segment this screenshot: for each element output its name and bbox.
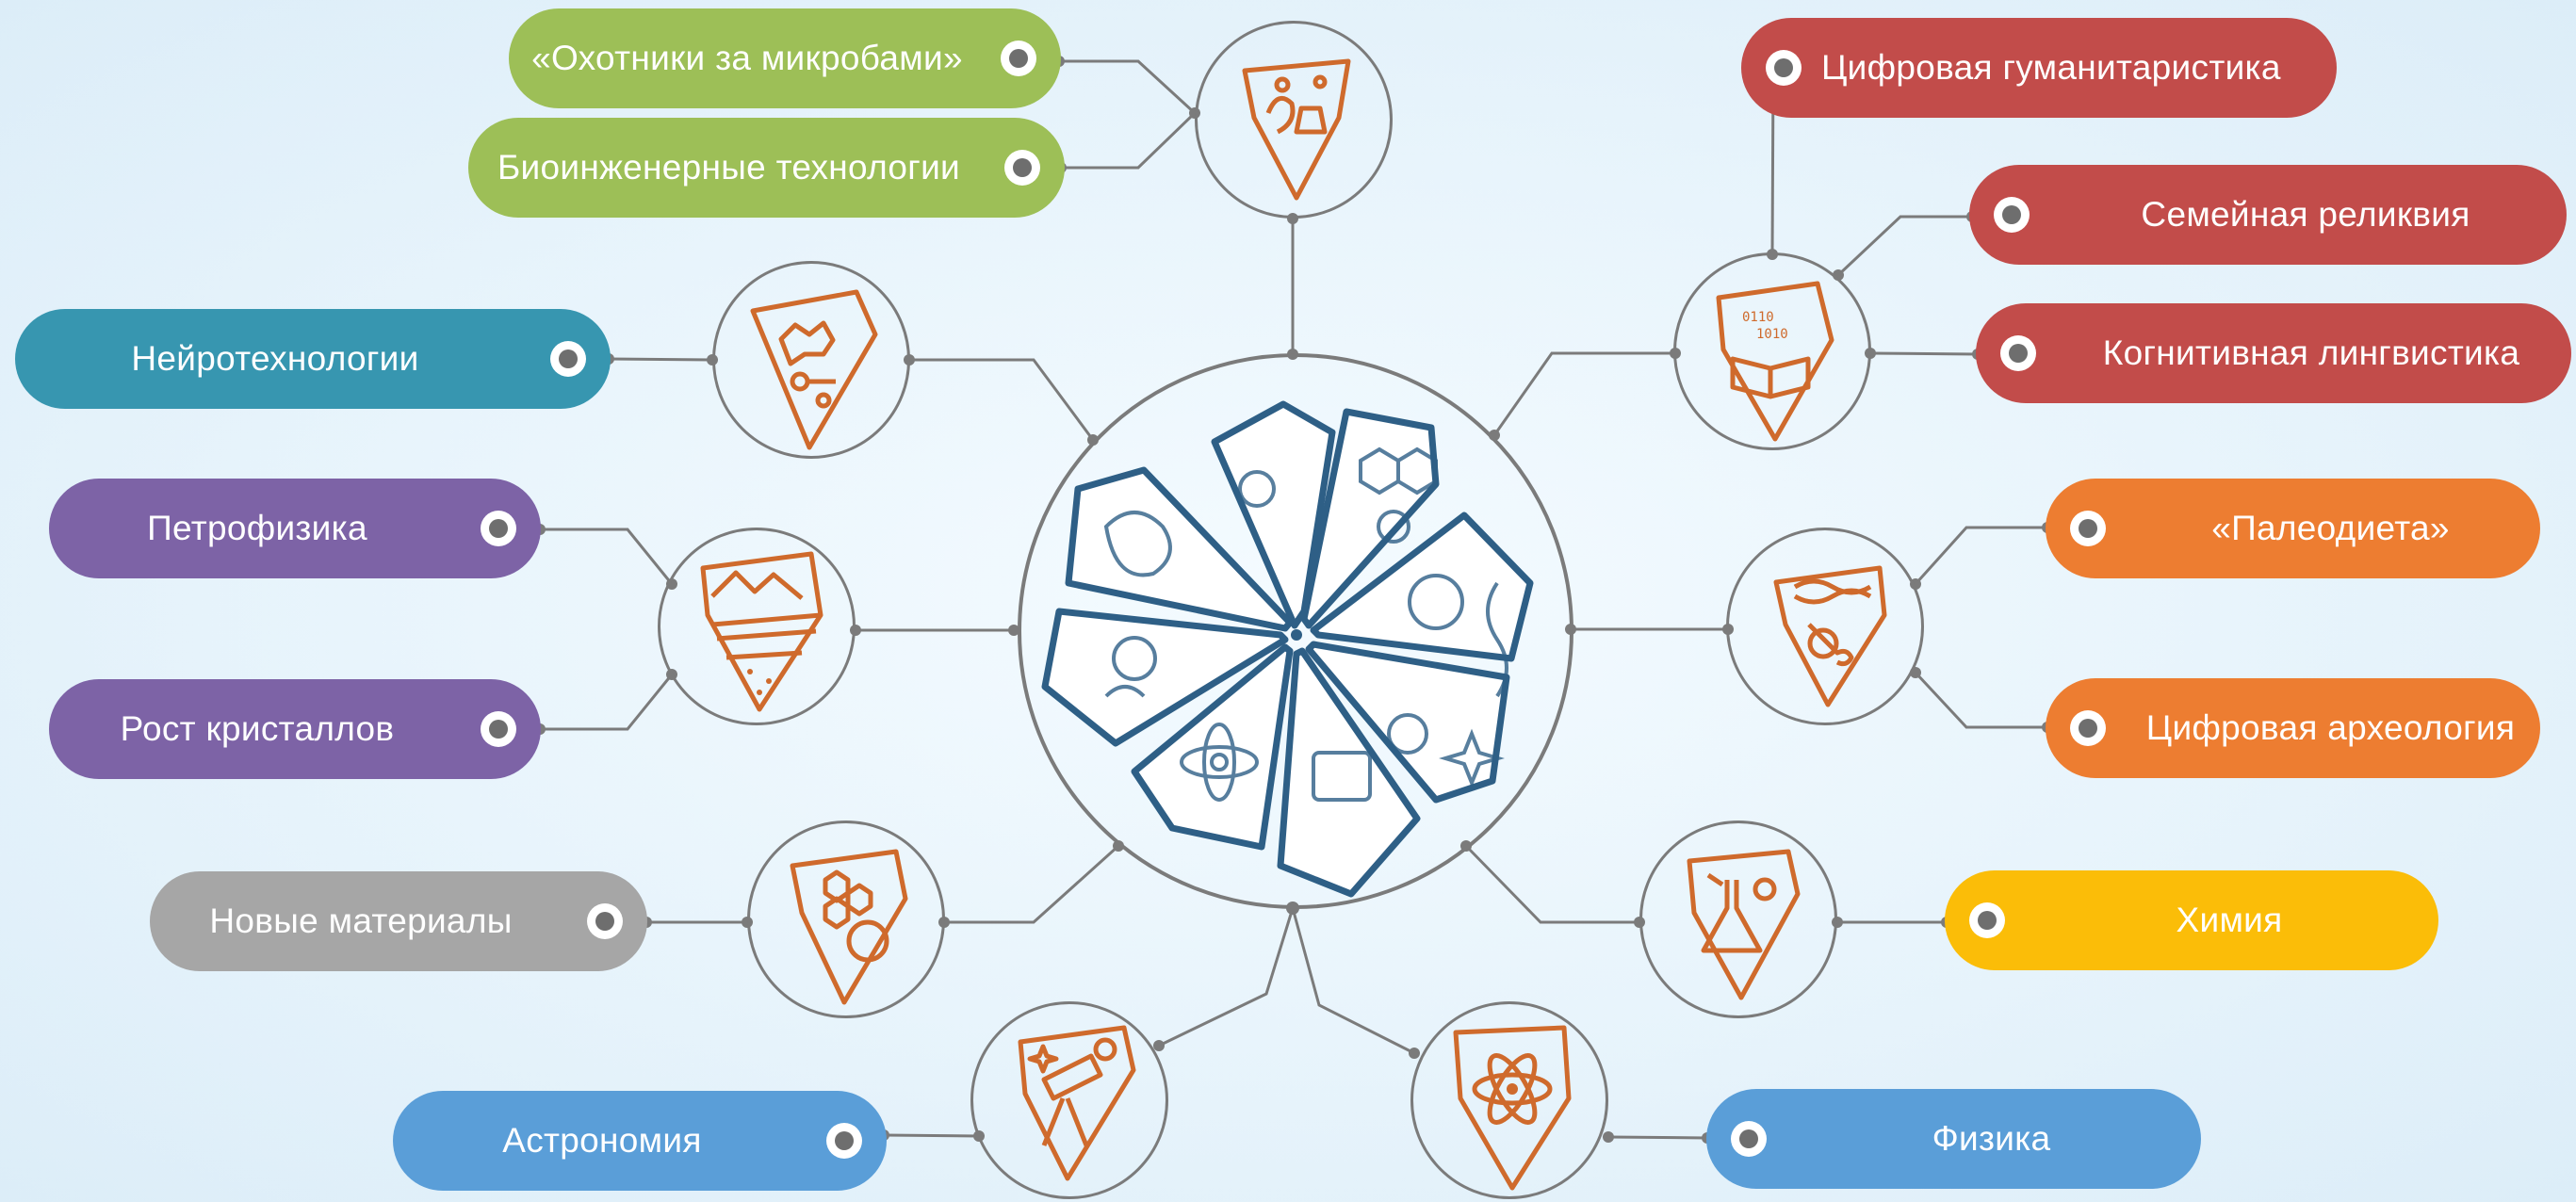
pill-microbe-hunters[interactable]: «Охотники за микробами» (509, 8, 1061, 108)
pill-dot-icon (587, 903, 623, 939)
wheel-segment-botany (1041, 608, 1289, 747)
pill-petrophysics[interactable]: Петрофизика (49, 479, 541, 578)
pill-label: Когнитивная лингвистика (2102, 333, 2520, 372)
neurons-icon (750, 289, 878, 450)
node-archaeology[interactable] (1726, 528, 1924, 725)
pill-dot-icon (1969, 902, 2005, 938)
pill-dot-icon (1001, 41, 1036, 76)
pill-label: Новые материалы (209, 902, 513, 940)
connector-hub-materials (944, 844, 1120, 924)
pill-dot-icon (1994, 197, 2030, 233)
connector-astro-pill (883, 1133, 980, 1138)
honeycomb-lattice-icon (790, 849, 908, 1005)
node-humanities[interactable]: 0110 1010 (1673, 252, 1871, 450)
pill-label: Химия (2176, 901, 2283, 939)
connector-hub-phys (1291, 907, 1415, 1055)
connector-archaeology-digital (1914, 671, 2047, 729)
pill-dot-icon (1731, 1121, 1767, 1157)
pill-dot-icon (1766, 50, 1802, 86)
wheel-segment-humanities (1277, 647, 1421, 898)
connector-phys-pill (1607, 1135, 1708, 1140)
rock-layers-icon (700, 551, 823, 712)
connector-hub-astro (1158, 907, 1295, 1048)
connector-neuro-pill (608, 357, 713, 362)
flask-plant-icon (1242, 58, 1351, 201)
connector-hub-chem (1464, 844, 1639, 924)
pill-dot-icon (1004, 150, 1040, 186)
wheel-segment-materials (1300, 408, 1440, 629)
connector-hub-neuro (909, 358, 1095, 441)
chemistry-flask-icon (1687, 849, 1801, 1000)
pill-cognitive-linguistics[interactable]: Когнитивная лингвистика (1976, 303, 2571, 403)
connector-geo-petro (540, 528, 674, 585)
pill-label: Цифровая археология (2145, 708, 2516, 747)
pill-label: Биоинженерные технологии (497, 148, 961, 187)
pill-dot-icon (2000, 335, 2036, 371)
pill-dot-icon (550, 341, 586, 377)
science-wheel-icon (1041, 400, 1534, 898)
connector-bio-microbe (1059, 59, 1197, 115)
svg-text:1010: 1010 (1756, 327, 1788, 342)
pill-bioengineering[interactable]: Биоинженерные технологии (468, 118, 1065, 218)
pill-dot-icon (2070, 511, 2106, 546)
pill-physics[interactable]: Физика (1706, 1089, 2201, 1189)
pill-label: «Охотники за микробами» (531, 39, 963, 77)
pill-paleodiet[interactable]: «Палеодиета» (2046, 479, 2540, 578)
node-neuro[interactable] (712, 261, 910, 459)
pill-label: Рост кристаллов (120, 709, 395, 748)
pill-chemistry[interactable]: Химия (1945, 870, 2438, 970)
binary-book-icon: 0110 1010 (1716, 281, 1834, 442)
connector-hub-humanities (1492, 351, 1675, 436)
wheel-segment-neuro (1065, 466, 1294, 632)
node-materials[interactable] (747, 820, 945, 1018)
science-wheel-hub[interactable] (1018, 353, 1573, 909)
pill-digital-humanities[interactable]: Цифровая гуманитаристика (1741, 18, 2337, 118)
connector-humanities-relic (1836, 215, 1972, 277)
dna-bone-icon (1773, 565, 1887, 707)
pill-dot-icon (2070, 710, 2106, 746)
atom-icon (1453, 1025, 1572, 1191)
pill-dot-icon (481, 711, 516, 747)
node-astro[interactable] (970, 1001, 1168, 1199)
connector-bio-bioeng (1061, 111, 1197, 170)
pill-label: Цифровая гуманитаристика (1821, 48, 2281, 87)
pill-label: Физика (1932, 1119, 2051, 1158)
pill-family-relic[interactable]: Семейная реликвия (1969, 165, 2567, 265)
pill-label: «Палеодиета» (2211, 509, 2450, 547)
pill-crystal-growth[interactable]: Рост кристаллов (49, 679, 541, 779)
node-chem[interactable] (1639, 820, 1837, 1018)
wheel-segment-genetics (1310, 512, 1534, 662)
node-geo[interactable] (658, 528, 856, 725)
node-bio[interactable] (1195, 21, 1393, 219)
pill-label: Петрофизика (147, 509, 367, 547)
pill-digital-archaeology[interactable]: Цифровая археология (2046, 678, 2540, 778)
pill-new-materials[interactable]: Новые материалы (150, 871, 647, 971)
pill-label: Семейная реликвия (2141, 195, 2470, 234)
pill-label: Астрономия (502, 1121, 702, 1160)
connector-archaeology-paleo (1914, 526, 2047, 586)
pill-label: Нейротехнологии (131, 339, 419, 378)
node-phys[interactable] (1410, 1001, 1608, 1199)
pill-dot-icon (481, 511, 516, 546)
svg-text:0110: 0110 (1742, 310, 1774, 325)
pill-astronomy[interactable]: Астрономия (393, 1091, 887, 1191)
pill-dot-icon (826, 1123, 862, 1159)
connector-geo-crystal (540, 674, 674, 731)
telescope-icon (1018, 1025, 1136, 1181)
pill-neurotech[interactable]: Нейротехнологии (15, 309, 611, 409)
connector-humanities-cognitive (1869, 351, 1979, 356)
